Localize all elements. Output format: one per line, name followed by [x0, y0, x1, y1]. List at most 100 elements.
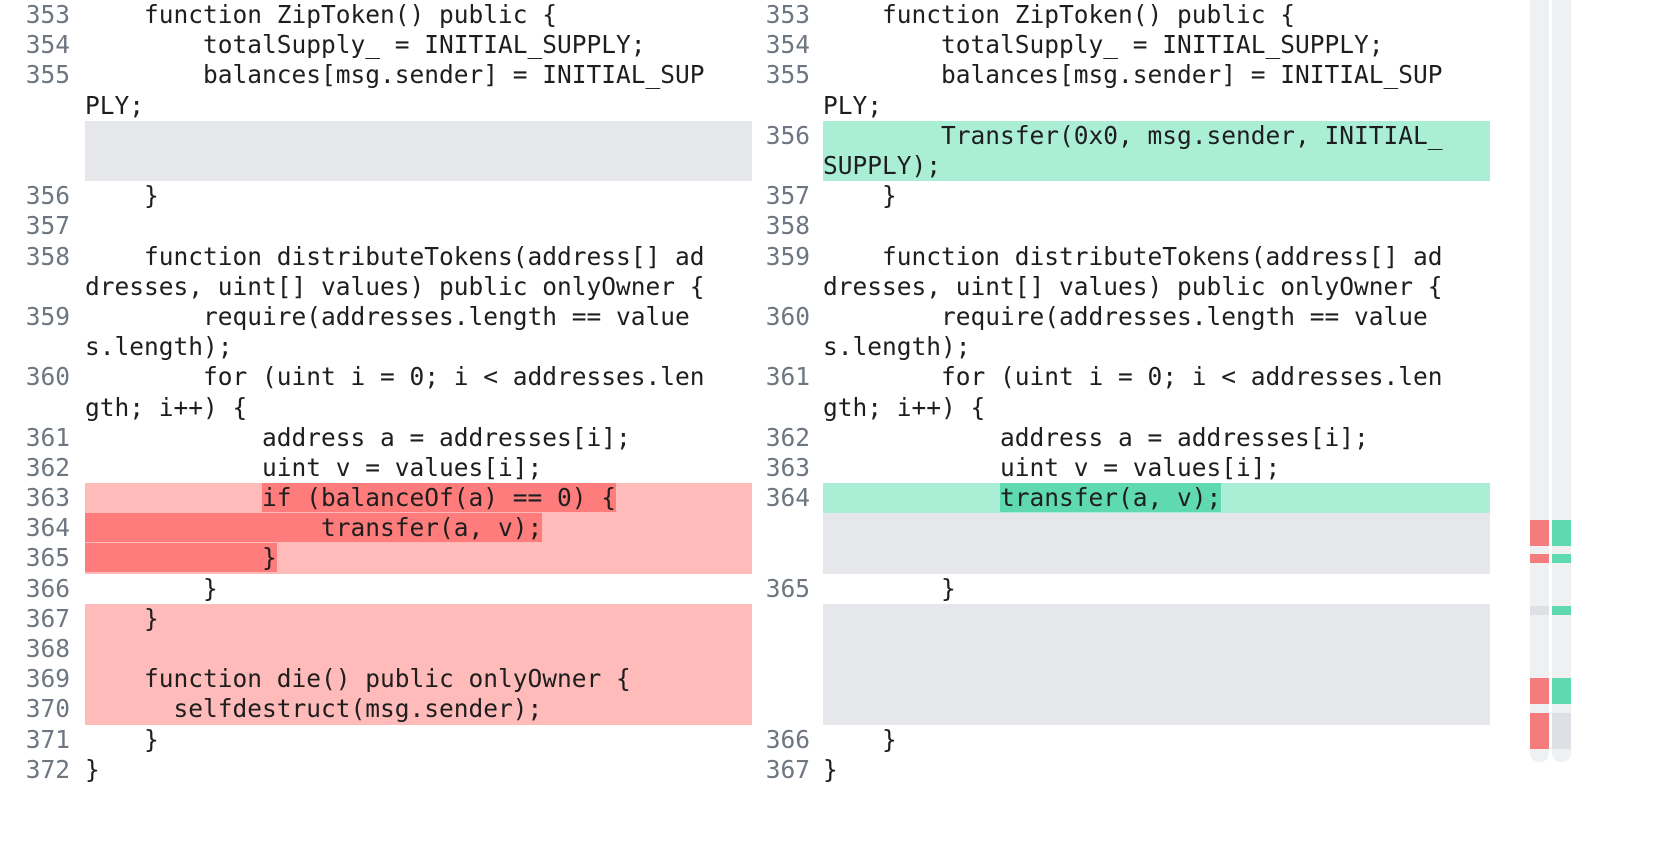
minimap-insertion-marker — [1552, 678, 1571, 704]
code-line: } — [85, 543, 752, 574]
line-number: 368 — [25, 634, 70, 664]
line-number: 358 — [25, 241, 70, 271]
code-line: totalSupply_ = INITIAL_SUPPLY; — [85, 30, 646, 60]
code-line: function ZipToken() public { — [823, 0, 1296, 29]
code-line: address a = addresses[i]; — [85, 422, 631, 452]
removed-text-highlight: if (balanceOf(a) == 0) { — [262, 483, 617, 513]
diff-row: 366 } — [0, 574, 752, 604]
left-diff-pane: 353 function ZipToken() public {354 tota… — [0, 0, 752, 850]
minimap-insertion-marker — [1552, 520, 1571, 546]
minimap-track-left[interactable] — [1530, 0, 1549, 762]
line-number: 366 — [765, 724, 810, 754]
line-number: 357 — [765, 181, 810, 211]
diff-row: 367} — [752, 755, 1490, 785]
line-number: 364 — [765, 483, 810, 513]
diff-row: 358 — [752, 211, 1490, 241]
indent — [85, 483, 262, 512]
diff-row: 357 — [0, 211, 752, 241]
minimap-deletion-marker — [1530, 678, 1549, 704]
diff-row: 365 } — [0, 543, 752, 574]
diff-row: 370 selfdestruct(msg.sender); — [0, 694, 752, 725]
code-line — [823, 513, 1490, 574]
diff-row: 362 address a = addresses[i]; — [752, 423, 1490, 453]
line-number: 357 — [25, 211, 70, 241]
added-text-highlight: transfer(a, v); — [1000, 483, 1222, 513]
code-line: uint v = values[i]; — [823, 452, 1281, 482]
code-line: selfdestruct(msg.sender); — [85, 694, 752, 725]
line-number: 353 — [765, 0, 810, 29]
code-line: transfer(a, v); — [823, 483, 1490, 514]
line-number: 367 — [25, 603, 70, 633]
line-number: 371 — [25, 724, 70, 754]
indent — [823, 483, 1000, 512]
diff-minimap[interactable] — [1490, 0, 1658, 850]
diff-row: 368 — [0, 634, 752, 665]
line-number: 354 — [25, 30, 70, 60]
code-line: } — [823, 181, 897, 211]
code-line — [823, 603, 1490, 725]
diff-row — [752, 603, 1490, 725]
line-number: 362 — [25, 452, 70, 482]
line-number: 355 — [25, 60, 70, 90]
diff-row: 372} — [0, 755, 752, 785]
code-line: } — [85, 724, 159, 754]
line-number: 353 — [25, 0, 70, 29]
diff-row: 354 totalSupply_ = INITIAL_SUPPLY; — [0, 30, 752, 60]
diff-row: 362 uint v = values[i]; — [0, 453, 752, 483]
code-line: if (balanceOf(a) == 0) { — [85, 483, 752, 514]
diff-row: 366 } — [752, 725, 1490, 755]
code-line: } — [823, 724, 897, 754]
minimap-track-right[interactable] — [1552, 0, 1571, 762]
diff-row: 371 } — [0, 725, 752, 755]
code-line — [85, 120, 752, 182]
code-line: } — [823, 573, 956, 603]
code-line — [85, 211, 752, 241]
code-line: Transfer(0x0, msg.sender, INITIAL_SUPPLY… — [823, 120, 1490, 182]
minimap-blank-marker — [1552, 713, 1571, 749]
minimap-deletion-marker — [1530, 520, 1549, 546]
minimap-deletion-marker — [1530, 554, 1549, 563]
diff-row: 365 } — [752, 574, 1490, 604]
diff-row: 358 function distributeTokens(address[] … — [0, 242, 752, 302]
code-line: function ZipToken() public { — [85, 0, 558, 29]
diff-row: 367 } — [0, 603, 752, 635]
code-line: function die() public onlyOwner { — [85, 664, 752, 695]
diff-row: 357 } — [752, 181, 1490, 211]
code-line: } — [85, 573, 218, 603]
removed-text-highlight: transfer(a, v); — [85, 513, 543, 543]
line-number: 363 — [765, 452, 810, 482]
diff-row: 361 address a = addresses[i]; — [0, 423, 752, 453]
diff-row: 364 transfer(a, v); — [0, 513, 752, 544]
line-number: 366 — [25, 573, 70, 603]
minimap-blank-marker — [1530, 606, 1549, 615]
diff-row: 353 function ZipToken() public { — [752, 0, 1490, 30]
line-number: 360 — [25, 362, 70, 392]
line-number: 356 — [765, 120, 810, 150]
line-number: 369 — [25, 664, 70, 694]
line-number: 365 — [765, 573, 810, 603]
minimap-insertion-marker — [1552, 554, 1571, 563]
right-diff-pane: 353 function ZipToken() public {354 tota… — [752, 0, 1490, 850]
line-number: 361 — [765, 362, 810, 392]
code-line: transfer(a, v); — [85, 513, 752, 544]
line-number: 359 — [25, 301, 70, 331]
diff-row: 356 } — [0, 181, 752, 211]
minimap-insertion-marker — [1552, 606, 1571, 615]
diff-row: 363 uint v = values[i]; — [752, 453, 1490, 483]
minimap-deletion-marker — [1530, 713, 1549, 749]
line-number: 356 — [25, 181, 70, 211]
code-line — [85, 634, 752, 665]
line-number: 355 — [765, 60, 810, 90]
code-line: address a = addresses[i]; — [823, 422, 1369, 452]
